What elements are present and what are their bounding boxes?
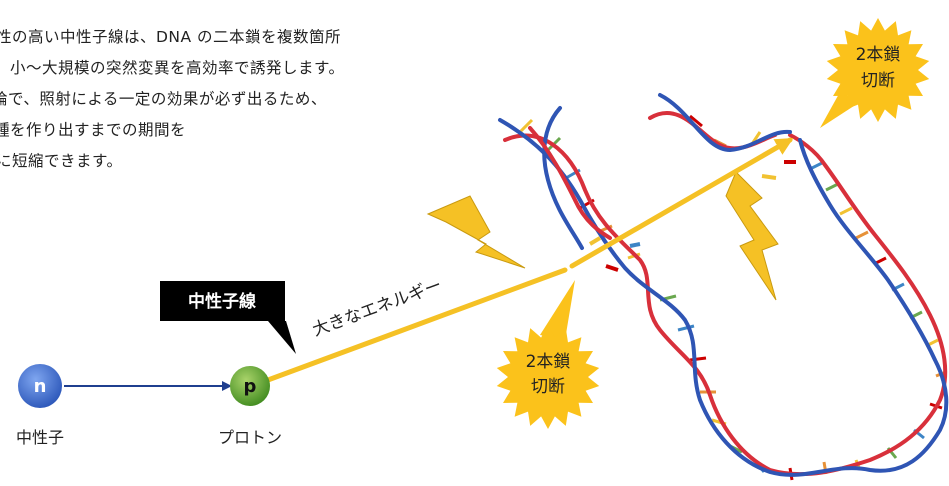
paragraph-line-4: 種を作り出すまでの期間を xyxy=(0,121,187,139)
dna-base-pair xyxy=(855,230,869,240)
dna-broken-fragment xyxy=(761,174,777,180)
proton-symbol: p xyxy=(244,376,257,397)
dna-base-pair xyxy=(677,324,695,332)
burst-bottom-line2: 切断 xyxy=(531,377,565,397)
description-paragraph: 性の高い中性子線は、DNA の二本鎖を複数箇所 、小〜大規模の突然変異を高効率で… xyxy=(0,22,520,177)
paragraph-line-2: 、小〜大規模の突然変異を高効率で誘発します。 xyxy=(0,59,345,77)
burst-top-line2: 切断 xyxy=(861,71,895,91)
proton-label: プロトン xyxy=(218,428,282,447)
neutron-circle xyxy=(18,364,62,408)
dna-broken-fragment xyxy=(605,264,619,272)
dna-base-pair xyxy=(825,182,839,192)
neutron-label: 中性子 xyxy=(16,428,64,447)
dna-broken-fragment xyxy=(629,242,641,248)
paragraph-line-5: に短縮できます。 xyxy=(0,152,123,170)
dna-strand-blue-top xyxy=(658,93,792,153)
burst-bottom-shape xyxy=(496,325,600,429)
proton-particle: p プロトン xyxy=(218,366,282,447)
burst-top-shape xyxy=(826,18,930,122)
callout-label: 中性子線 xyxy=(188,291,256,312)
burst-bottom-line1: 2本鎖 xyxy=(526,352,571,372)
beam-label: 大きなエネルギー xyxy=(310,275,445,340)
dna-base-pair xyxy=(518,118,534,134)
dna-strand-blue xyxy=(498,118,949,477)
paragraph-line-1: 性の高い中性子線は、DNA の二本鎖を複数箇所 xyxy=(0,28,342,46)
lightning-bolt-left-icon xyxy=(426,195,526,269)
proton-circle xyxy=(230,366,270,406)
burst-bottom-pointer xyxy=(540,280,575,340)
paragraph-line-3: 論で、照射による一定の効果が必ず出るため、 xyxy=(0,90,327,108)
neutron-symbol: n xyxy=(34,376,47,397)
double-strand-break-burst-top: 2本鎖 切断 xyxy=(820,18,930,128)
neutron-beam-line-continued xyxy=(569,137,794,269)
dna-strand-red-left xyxy=(528,126,612,240)
neutron-beam-line xyxy=(265,267,568,383)
lightning-bolt-right-icon xyxy=(725,171,779,301)
dna-base-pair xyxy=(839,206,853,216)
double-strand-break-burst-bottom: 2本鎖 切断 xyxy=(496,280,600,429)
burst-top-line1: 2本鎖 xyxy=(856,45,901,65)
dna-base-pair xyxy=(689,114,703,128)
dna-broken-fragment xyxy=(588,236,602,246)
neutron-particle: n 中性子 xyxy=(16,364,64,447)
neutron-beam-callout: 中性子線 xyxy=(160,281,296,354)
dna-strand-blue-left xyxy=(542,106,584,250)
dna-double-helix xyxy=(498,93,949,481)
